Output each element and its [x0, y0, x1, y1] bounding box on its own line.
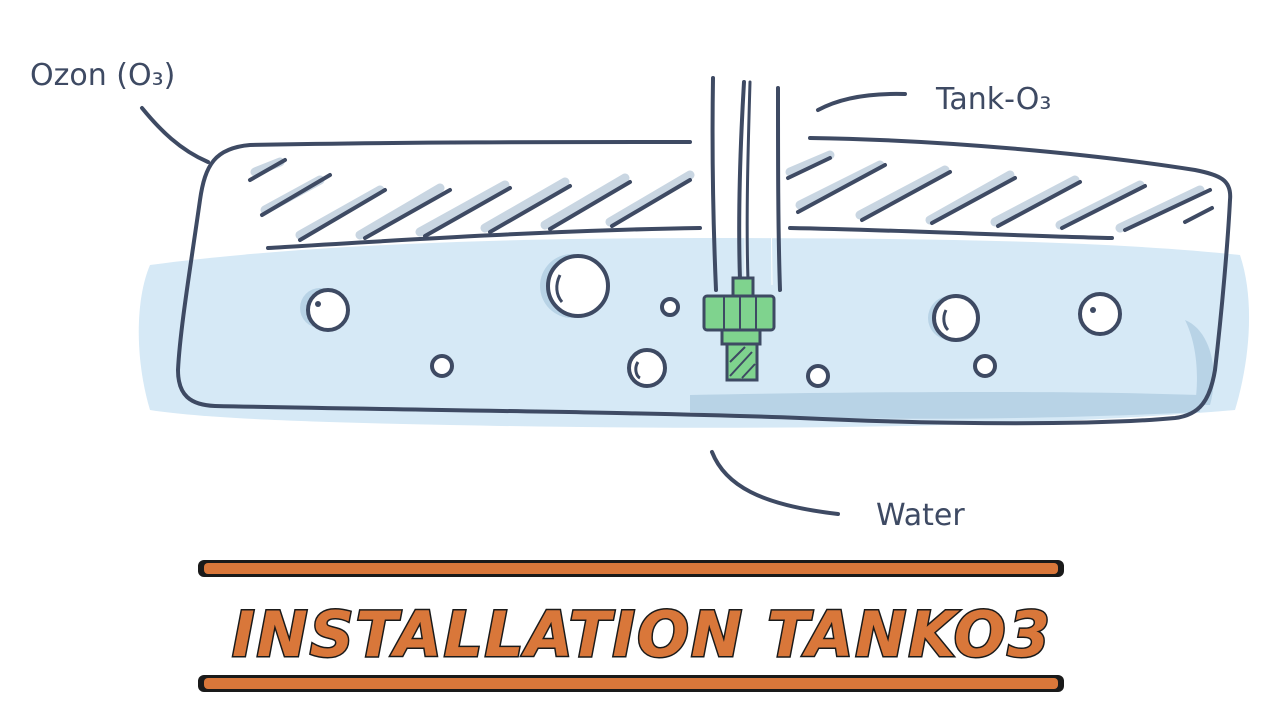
- banner-title: INSTALLATION TANKO3: [232, 598, 1052, 671]
- ozone-tube: [710, 76, 782, 292]
- ozone-label: Ozon (O₃): [30, 58, 175, 93]
- water-leader-line: [710, 450, 840, 516]
- water-surface-line: [266, 226, 1114, 250]
- tank-label: Tank-O₃: [935, 82, 1051, 117]
- ozone-hatch-shadow: [250, 150, 1205, 240]
- water-body: [138, 238, 1250, 428]
- water-bubbles: [300, 254, 1122, 388]
- tank-leader-line: [816, 91, 907, 112]
- water-label: Water: [876, 498, 965, 533]
- tank-outline: [175, 136, 1233, 426]
- banner-bars: [198, 560, 1064, 692]
- diffuser-fitting: [702, 276, 776, 382]
- ozone-hatch-lines: [248, 156, 1214, 242]
- ozone-leader-line: [140, 106, 210, 164]
